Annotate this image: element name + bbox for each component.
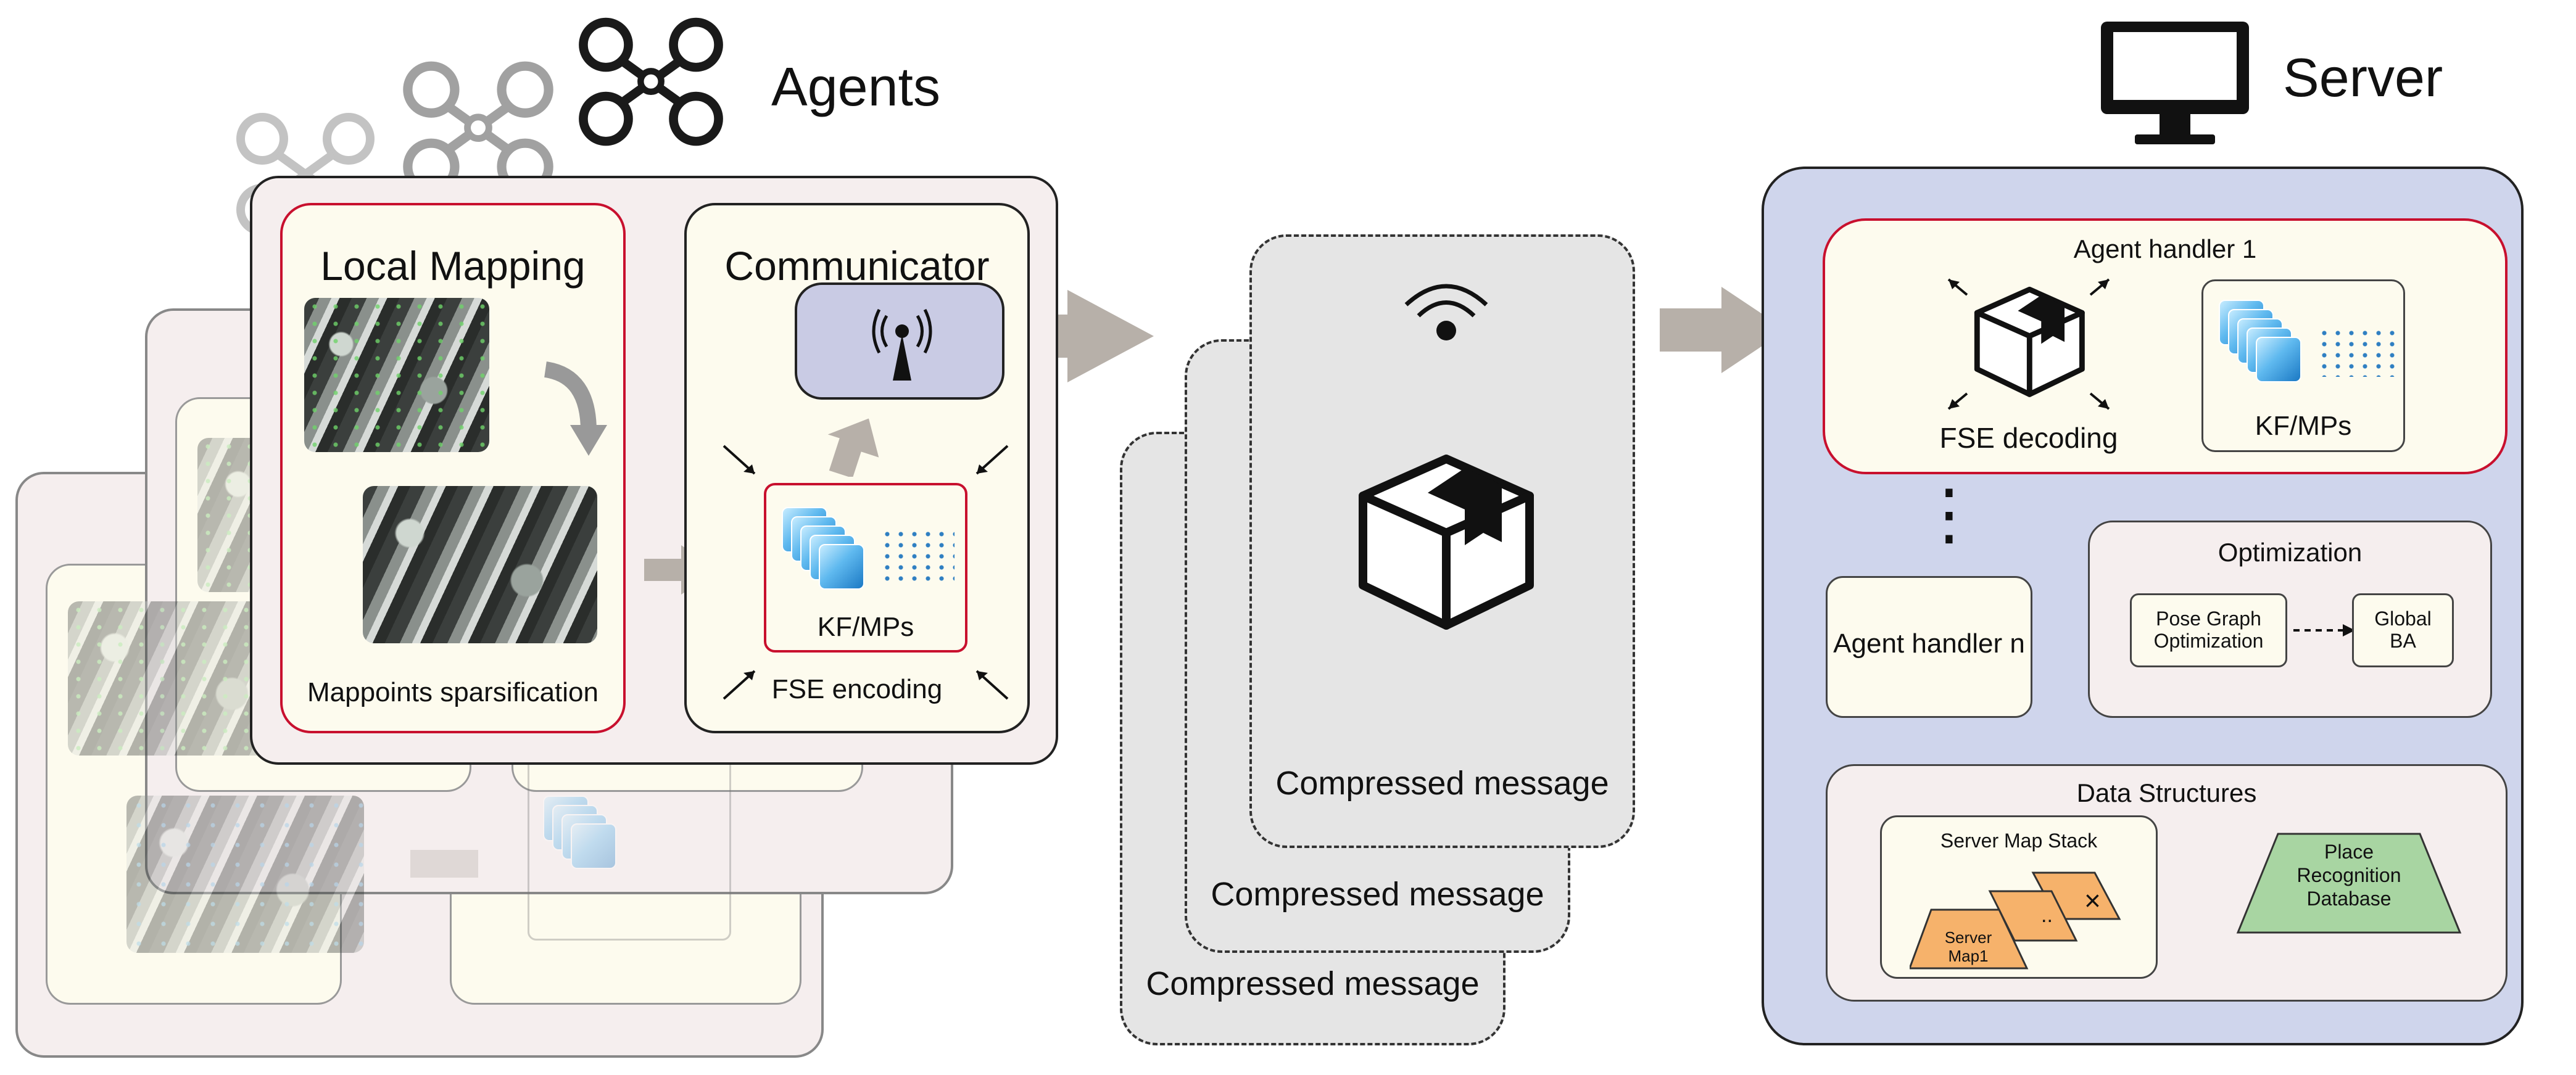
server-map-stack-title: Server Map Stack	[1940, 830, 2098, 852]
data-structures-panel: Data Structures Server Map Stack Server …	[1826, 764, 2508, 1002]
place-db-shape	[2236, 833, 2462, 934]
server-map1-label: Server Map1	[1944, 928, 1992, 965]
agent-card-front: Local Mapping Mappoints sparsification C…	[250, 176, 1058, 765]
message-label-2: Compressed message	[1211, 876, 1544, 913]
faded-arrow	[410, 850, 478, 878]
agent-handler-1-title: Agent handler 1	[2073, 234, 2257, 263]
communicator-panel: Communicator KF/MPs	[684, 203, 1030, 733]
camera-frame-2	[363, 486, 597, 643]
map-dots: ..	[2041, 904, 2053, 927]
agent-handler-n-title: Agent handler n	[1833, 628, 2025, 659]
kf-mps-box: KF/MPs	[764, 483, 967, 653]
map-x-icon: ×	[2084, 884, 2101, 916]
pose-graph-box: Pose Graph Optimization	[2130, 593, 2287, 667]
agents-title: Agents	[771, 56, 940, 117]
agent-handler-n: Agent handler n	[1826, 576, 2032, 718]
antenna-icon	[872, 308, 932, 381]
arrow-up-to-antenna	[827, 418, 879, 477]
server-kf-label: KF/MPs	[2255, 411, 2352, 441]
global-ba-box: Global BA	[2352, 593, 2454, 667]
local-mapping-panel: Local Mapping Mappoints sparsification	[280, 203, 626, 733]
ellipsis: ⋮	[1915, 476, 1983, 552]
arrow-agents-to-messages	[1006, 290, 1154, 382]
server-kf-mps-box: KF/MPs	[2201, 279, 2405, 452]
data-structures-title: Data Structures	[2076, 778, 2257, 807]
converging-arrows	[723, 445, 1009, 700]
optimization-title: Optimization	[2218, 538, 2363, 567]
keyframes-icon	[2219, 300, 2305, 386]
camera-frame	[126, 796, 364, 953]
package-icon	[1359, 455, 1534, 630]
keyframes-icon	[782, 507, 868, 593]
agent-handler-1: Agent handler 1 FSE decoding KF/MPs	[1823, 218, 2508, 474]
kf-stack-faded	[543, 796, 629, 888]
fse-decoding-label: FSE decoding	[1939, 422, 2118, 454]
drone-icon	[403, 61, 553, 195]
message-card-1: Compressed message	[1249, 234, 1635, 848]
optimization-panel: Optimization Pose Graph Optimization Glo…	[2088, 521, 2492, 718]
server-title: Server	[2283, 47, 2443, 108]
map-stack-icon	[1910, 871, 2121, 970]
mappoints-icon	[880, 529, 955, 584]
monitor-icon	[2101, 22, 2249, 144]
dashed-arrow	[2293, 624, 2355, 636]
antenna-box	[795, 282, 1004, 400]
curved-arrow-icon	[544, 361, 607, 456]
message-label-1: Compressed message	[1275, 765, 1609, 802]
server-panel: Agent handler 1 FSE decoding KF/MPs ⋮ Ag…	[1762, 167, 2524, 1045]
communicator-title: Communicator	[724, 243, 990, 289]
comm-kf-label: KF/MPs	[817, 612, 914, 642]
fse-encoding-label: FSE encoding	[771, 674, 943, 704]
place-recognition-label: Place Recognition Database	[2296, 841, 2401, 910]
package-icon	[1947, 278, 2110, 410]
arrow-messages-to-server	[1660, 287, 1786, 373]
local-mapping-title: Local Mapping	[320, 243, 586, 289]
mappoints-icon	[2317, 327, 2395, 377]
message-label-3: Compressed message	[1146, 965, 1480, 1002]
server-map-stack: Server Map Stack Server Map1 .. ×	[1880, 815, 2158, 979]
wifi-icon	[1404, 284, 1488, 340]
local-mapping-caption: Mappoints sparsification	[307, 677, 598, 707]
drone-icon	[579, 17, 723, 146]
faded-box	[528, 756, 731, 941]
camera-frame-1	[304, 298, 489, 452]
